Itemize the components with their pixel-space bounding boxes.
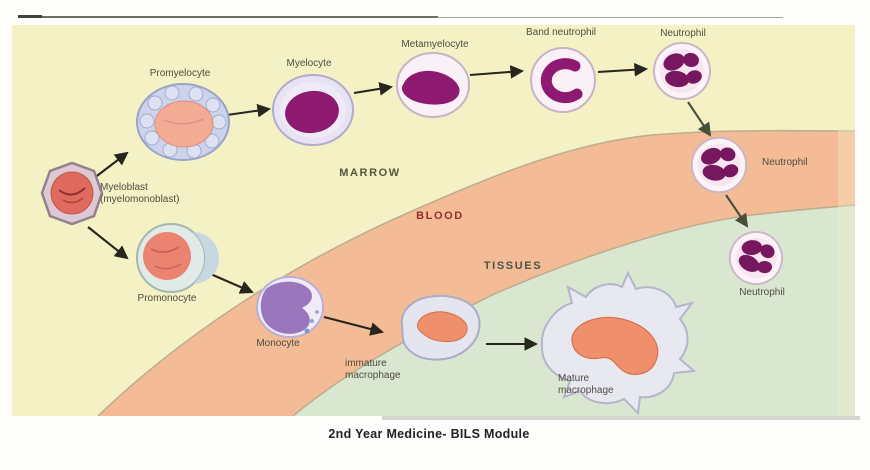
scan-artifact-line: [18, 16, 438, 18]
neutrophil-blood-label: Neutrophil: [762, 157, 808, 168]
tissues-region-label: TISSUES: [483, 260, 543, 272]
promonocyte-cell: [136, 223, 219, 293]
arrow-neutrophil-to-blood: [687, 101, 712, 137]
myelocyte-cell: [272, 74, 354, 146]
blood-tissues-boundary: [292, 204, 855, 416]
arrow-myelocyte-metamyelocyte: [353, 82, 394, 96]
diagram-canvas: [12, 25, 855, 416]
band-neutrophil-label: Band neutrophil: [525, 27, 597, 38]
marrow-region-label: MARROW: [339, 167, 401, 179]
scan-artifact-tip: [18, 15, 42, 18]
arrow-myeloblast-promonocyte: [87, 226, 129, 260]
arrow-promyelocyte-myelocyte: [226, 103, 272, 118]
arrows: [84, 62, 749, 351]
panel-bottom-shadow: [382, 416, 860, 420]
myeloblast-label: Myeloblast (myelomonoblast): [100, 182, 180, 205]
scan-edge-strip: [838, 25, 855, 416]
label-layer: Myeloblast (myelomonoblast) Promyelocyte…: [12, 25, 855, 416]
promyelocyte-label: Promyelocyte: [149, 68, 211, 79]
blood-region: [98, 130, 855, 416]
myelocyte-label: Myelocyte: [286, 58, 332, 69]
monocyte-label: Monocyte: [256, 338, 300, 349]
promonocyte-label: Promonocyte: [137, 293, 197, 304]
mature-macrophage-cell: [540, 270, 697, 416]
metamyelocyte-label: Metamyelocyte: [401, 39, 469, 50]
monocyte-cell: [256, 276, 324, 338]
arrow-promonocyte-monocyte: [205, 271, 254, 294]
promyelocyte-cell: [136, 83, 230, 161]
scan-artifact-line-faint: [438, 17, 783, 18]
neutrophil-marrow-label: Neutrophil: [660, 28, 706, 39]
slide-caption: 2nd Year Medicine- BILS Module: [328, 427, 530, 441]
neutrophil-tissues-label: Neutrophil: [739, 287, 785, 298]
diagram-panel: Myeloblast (myelomonoblast) Promyelocyte…: [12, 25, 855, 416]
arrow-band-neutrophil: [597, 62, 649, 77]
band-neutrophil-cell: [530, 47, 596, 113]
arrow-monocyte-immature: [323, 315, 384, 336]
marrow-blood-boundary: [97, 129, 855, 416]
immature-macrophage-cell: [400, 294, 481, 361]
mature-macrophage-label: Mature macrophage: [558, 373, 614, 396]
arrow-neutrophil-to-tissues: [725, 194, 749, 228]
immature-macrophage-label: immature macrophage: [345, 358, 401, 381]
myeloblast-cell: [40, 161, 104, 226]
blood-region-label: BLOOD: [416, 210, 464, 222]
arrow-metamyelocyte-band: [469, 65, 525, 79]
metamyelocyte-cell: [396, 52, 470, 118]
